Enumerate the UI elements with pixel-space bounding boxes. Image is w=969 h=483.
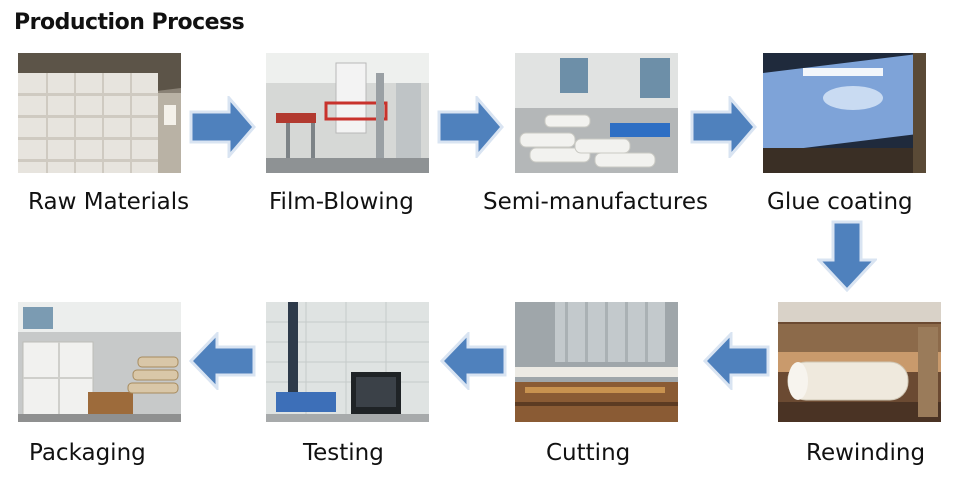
arrow-right-shape <box>437 96 504 158</box>
testing-photo <box>266 302 429 422</box>
arrow-right-icon <box>189 96 256 158</box>
step-label-rewinding: Rewinding <box>806 440 926 466</box>
arrow-left-icon <box>703 332 770 390</box>
arrow-left-icon <box>189 332 256 390</box>
arrow-left-shape <box>189 332 256 390</box>
step-label-glue-coating: Glue coating <box>767 189 913 215</box>
film-blowing-photo <box>266 53 429 173</box>
step-label-semi-manufactures: Semi-manufactures <box>483 189 709 215</box>
glue-coating-photo <box>763 53 926 173</box>
page-title: Production Process <box>14 10 245 35</box>
arrow-left-shape <box>703 332 770 390</box>
cutting-photo <box>515 302 678 422</box>
arrow-left-shape <box>440 332 507 390</box>
packaging-photo <box>18 302 181 422</box>
arrow-down-shape <box>817 220 877 292</box>
arrow-left-icon <box>440 332 507 390</box>
arrow-right-icon <box>690 96 757 158</box>
step-label-film-blowing: Film-Blowing <box>269 189 414 215</box>
step-label-testing: Testing <box>303 440 384 466</box>
arrow-down-icon <box>817 220 877 292</box>
arrow-right-shape <box>189 96 256 158</box>
rewinding-photo <box>778 302 941 422</box>
arrow-right-icon <box>437 96 504 158</box>
raw-materials-photo <box>18 53 181 173</box>
arrow-right-shape <box>690 96 757 158</box>
step-label-packaging: Packaging <box>29 440 146 466</box>
step-label-raw-materials: Raw Materials <box>28 189 190 215</box>
step-label-cutting: Cutting <box>546 440 631 466</box>
semi-manufactures-photo <box>515 53 678 173</box>
